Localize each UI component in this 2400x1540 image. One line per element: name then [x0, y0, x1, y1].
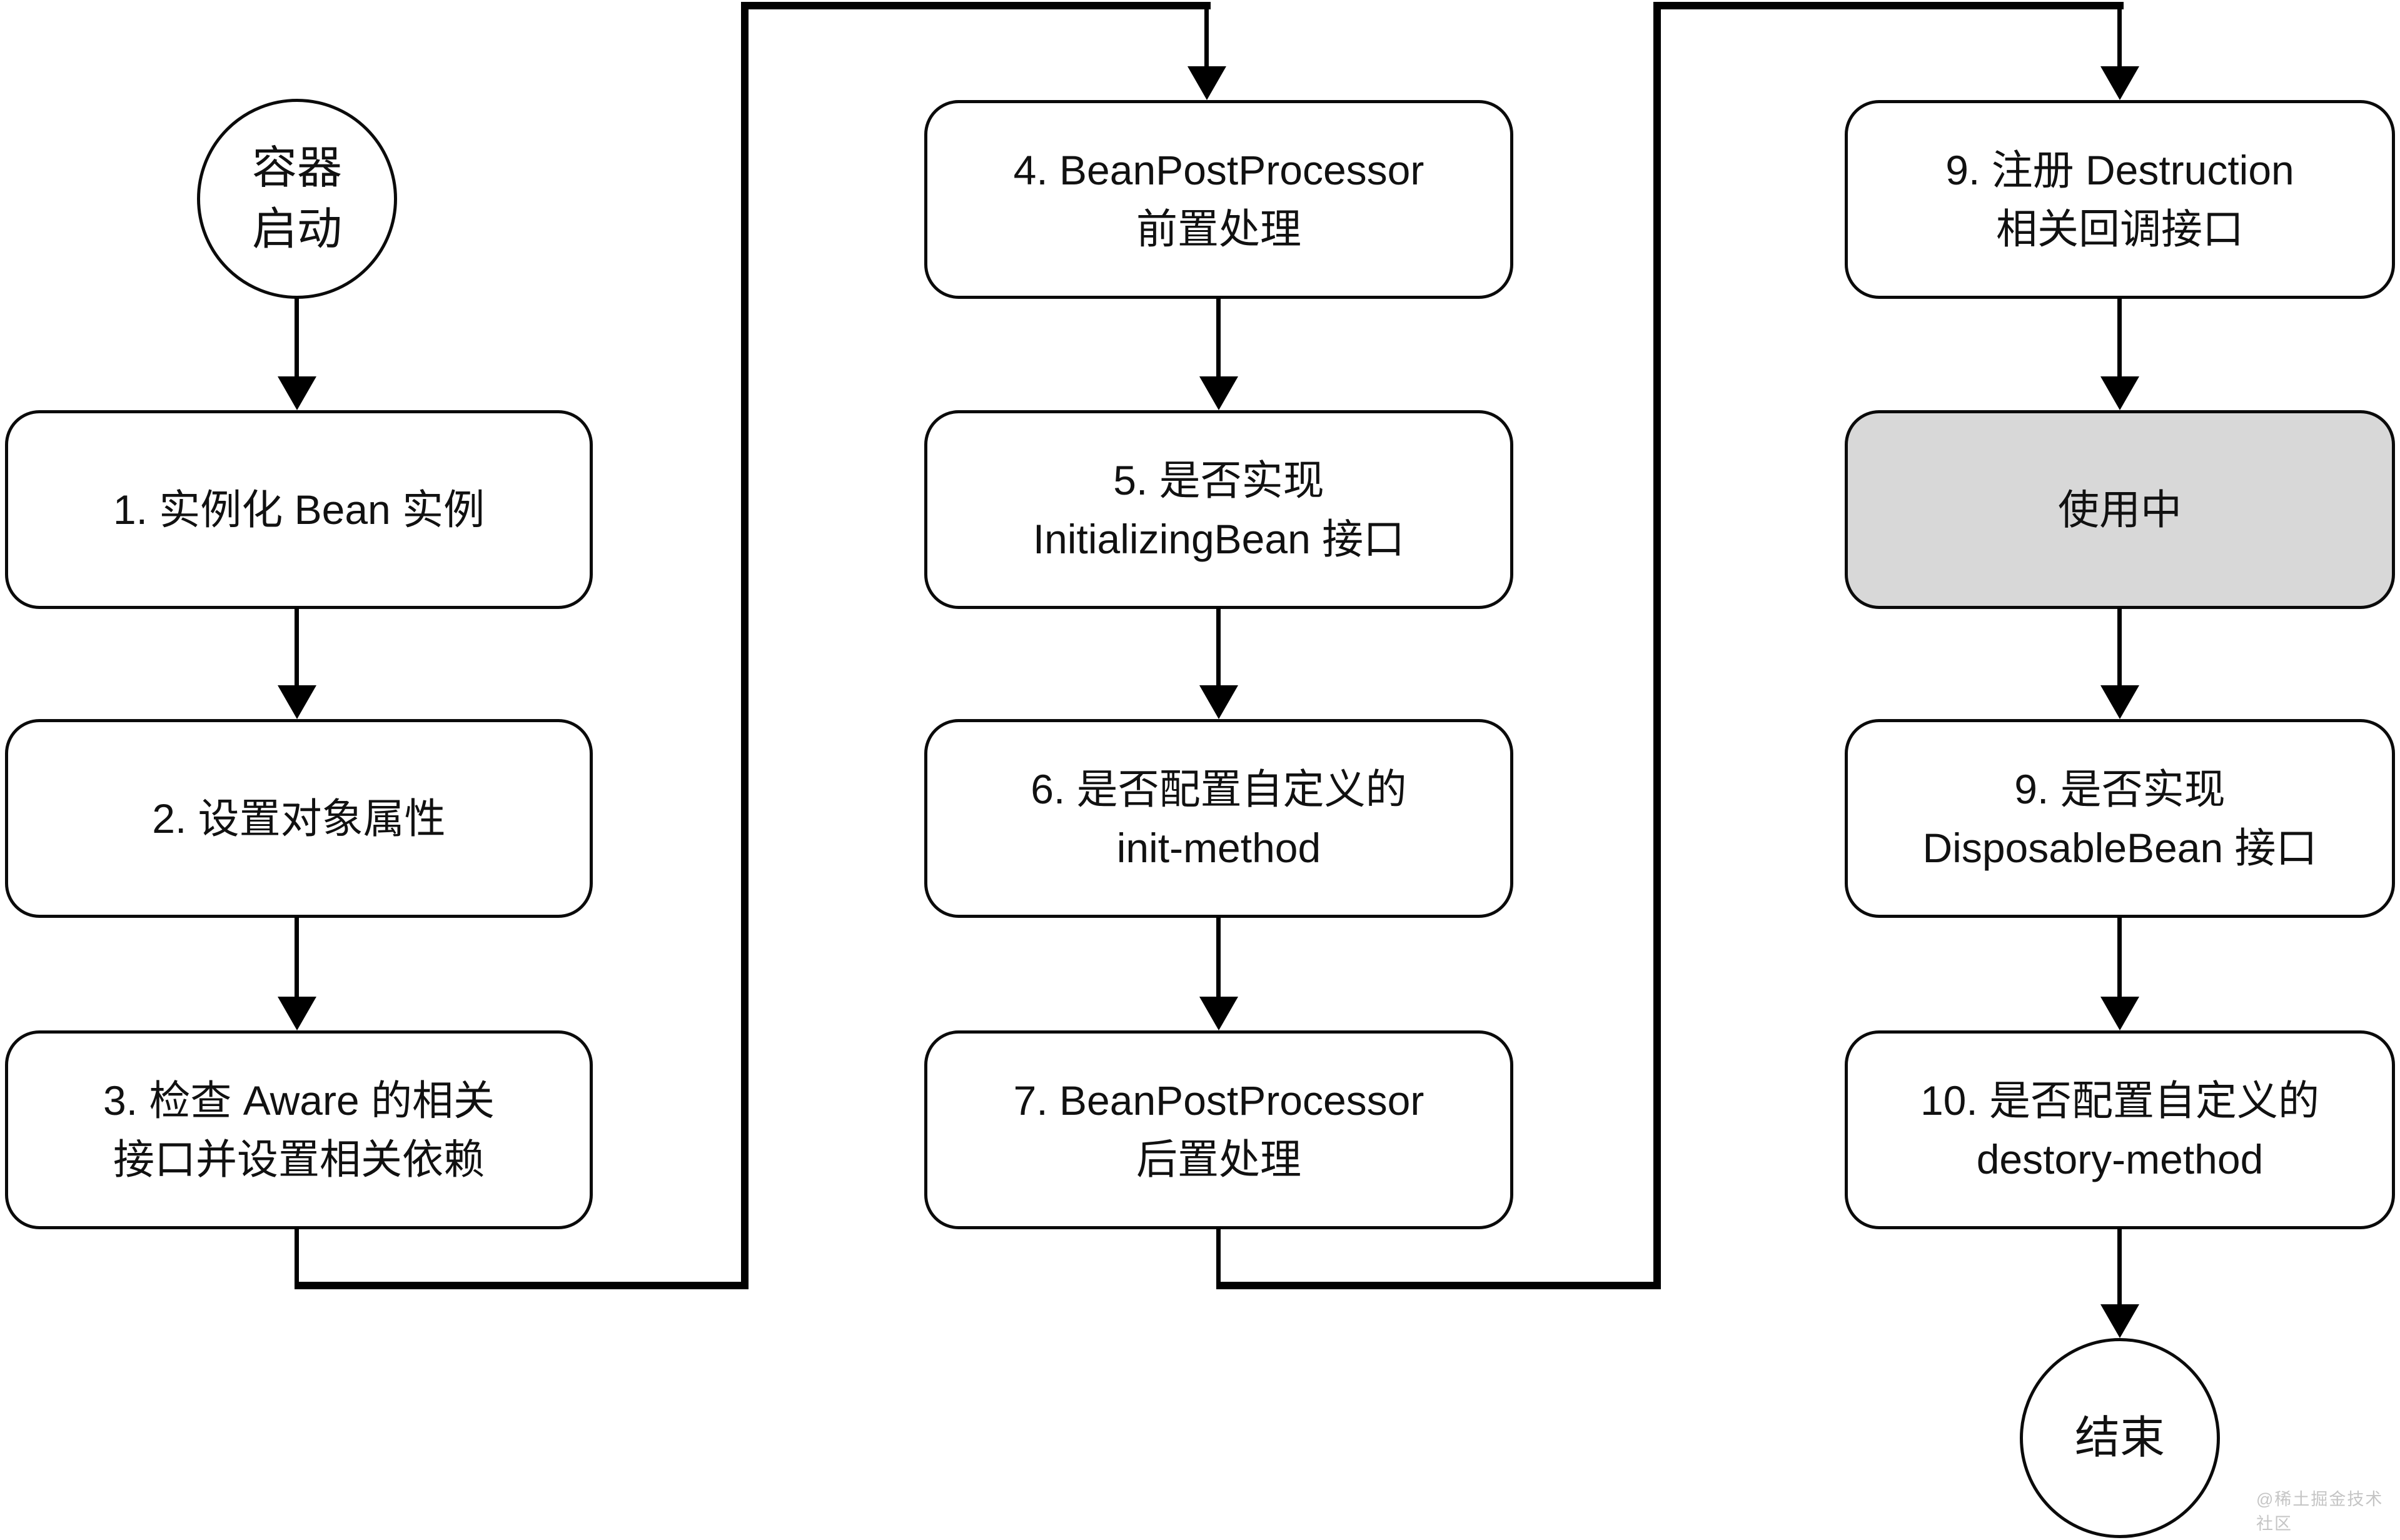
watermark-text: @稀土掘金技术社区 — [2256, 1490, 2384, 1533]
node-1-instantiate-bean: 1. 实例化 Bean 实例 — [5, 410, 593, 609]
flow-elbow-7-stub — [1216, 1228, 1221, 1286]
node-6-custom-init-method: 6. 是否配置自定义的 init-method — [924, 719, 1513, 918]
flow-arrowhead — [2100, 376, 2139, 410]
flow-elbow-3-stub — [295, 1228, 299, 1286]
node-end: 结束 — [2020, 1338, 2220, 1538]
node-9-disposablebean-interface: 9. 是否实现 DisposableBean 接口 — [1845, 719, 2395, 918]
flow-elbow-3-drop — [1204, 2, 1209, 67]
flow-line-6-to-7 — [1216, 917, 1221, 998]
flow-arrowhead — [2100, 997, 2139, 1030]
node-9-register-destruction-callbacks: 9. 注册 Destruction 相关回调接口 — [1845, 100, 2395, 299]
flow-elbow-3-bottom — [295, 1282, 749, 1289]
flow-line-4-to-5 — [1216, 298, 1221, 378]
flow-arrowhead — [1199, 685, 1238, 719]
node-4-beanpostprocessor-before: 4. BeanPostProcessor 前置处理 — [924, 100, 1513, 299]
flow-arrowhead — [2100, 1304, 2139, 1338]
flow-arrowhead — [278, 685, 316, 719]
flow-elbow-7-top — [1653, 2, 2124, 9]
flow-line-inuse-to-9 — [2117, 608, 2122, 687]
flow-line-9-to-inuse — [2117, 298, 2122, 378]
flow-arrowhead — [278, 997, 316, 1030]
node-in-use: 使用中 — [1845, 410, 2395, 609]
flow-elbow-7-bottom — [1216, 1282, 1661, 1289]
flow-arrowhead — [2100, 66, 2139, 100]
flow-line-2-to-3 — [295, 917, 299, 998]
flow-elbow-7-riser — [1653, 2, 1661, 1289]
flow-line-1-to-2 — [295, 608, 299, 687]
node-start-container-launch: 容器 启动 — [197, 99, 397, 299]
flow-arrowhead — [278, 376, 316, 410]
node-10-custom-destory-method: 10. 是否配置自定义的 destory-method — [1845, 1030, 2395, 1229]
flow-arrowhead — [1199, 997, 1238, 1030]
flow-line-9-to-10 — [2117, 917, 2122, 998]
node-3-check-aware-interfaces: 3. 检查 Aware 的相关 接口并设置相关依赖 — [5, 1030, 593, 1229]
flow-line-10-to-end — [2117, 1228, 2122, 1306]
flow-elbow-7-drop — [2117, 2, 2122, 67]
node-7-beanpostprocessor-after: 7. BeanPostProcessor 后置处理 — [924, 1030, 1513, 1229]
flow-line-5-to-6 — [1216, 608, 1221, 687]
flow-arrowhead — [1187, 66, 1226, 100]
node-5-initializingbean-interface: 5. 是否实现 InitializingBean 接口 — [924, 410, 1513, 609]
flow-line-start-to-1 — [295, 298, 299, 378]
flow-elbow-3-riser — [741, 2, 749, 1289]
flow-arrowhead — [2100, 685, 2139, 719]
node-2-set-object-properties: 2. 设置对象属性 — [5, 719, 593, 918]
flow-arrowhead — [1199, 376, 1238, 410]
flow-elbow-3-top — [741, 2, 1211, 9]
